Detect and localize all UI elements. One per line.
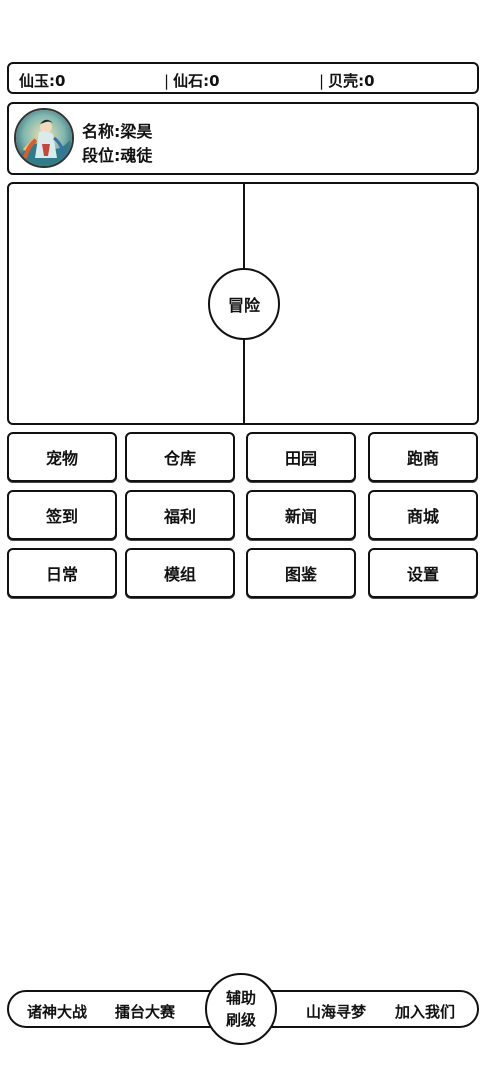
menu-news-button[interactable]: 新闻 [246, 490, 356, 540]
avatar-portrait-image [16, 110, 72, 166]
menu-trade-button[interactable]: 跑商 [368, 432, 478, 482]
player-profile: 名称:梁昊 段位:魂徒 [7, 102, 479, 175]
menu-mod-button[interactable]: 模组 [125, 548, 235, 598]
assist-leveling-button[interactable]: 辅助 刷级 [205, 973, 277, 1045]
currency-jade: 仙玉:0 [19, 72, 66, 90]
nav-mountain-sea[interactable]: 山海寻梦 [306, 1003, 367, 1021]
nav-gods-war[interactable]: 诸神大战 [27, 1003, 88, 1021]
menu-shop-button[interactable]: 商城 [368, 490, 478, 540]
menu-codex-button[interactable]: 图鉴 [246, 548, 356, 598]
currency-stone: |仙石:0 [164, 72, 220, 90]
menu-settings-button[interactable]: 设置 [368, 548, 478, 598]
player-rank: 段位:魂徒 [82, 146, 153, 165]
adventure-panel: 冒险 [7, 182, 479, 425]
currency-bar: 仙玉:0 |仙石:0 |贝壳:0 [7, 62, 479, 94]
menu-garden-button[interactable]: 田园 [246, 432, 356, 482]
player-name: 名称:梁昊 [82, 122, 153, 141]
menu-warehouse-button[interactable]: 仓库 [125, 432, 235, 482]
menu-welfare-button[interactable]: 福利 [125, 490, 235, 540]
adventure-button[interactable]: 冒险 [208, 268, 280, 340]
menu-pet-button[interactable]: 宠物 [7, 432, 117, 482]
avatar[interactable] [14, 108, 74, 168]
menu-signin-button[interactable]: 签到 [7, 490, 117, 540]
nav-join-us[interactable]: 加入我们 [395, 1003, 456, 1021]
nav-arena[interactable]: 擂台大赛 [115, 1003, 176, 1021]
menu-daily-button[interactable]: 日常 [7, 548, 117, 598]
currency-shell: |贝壳:0 [319, 72, 375, 90]
